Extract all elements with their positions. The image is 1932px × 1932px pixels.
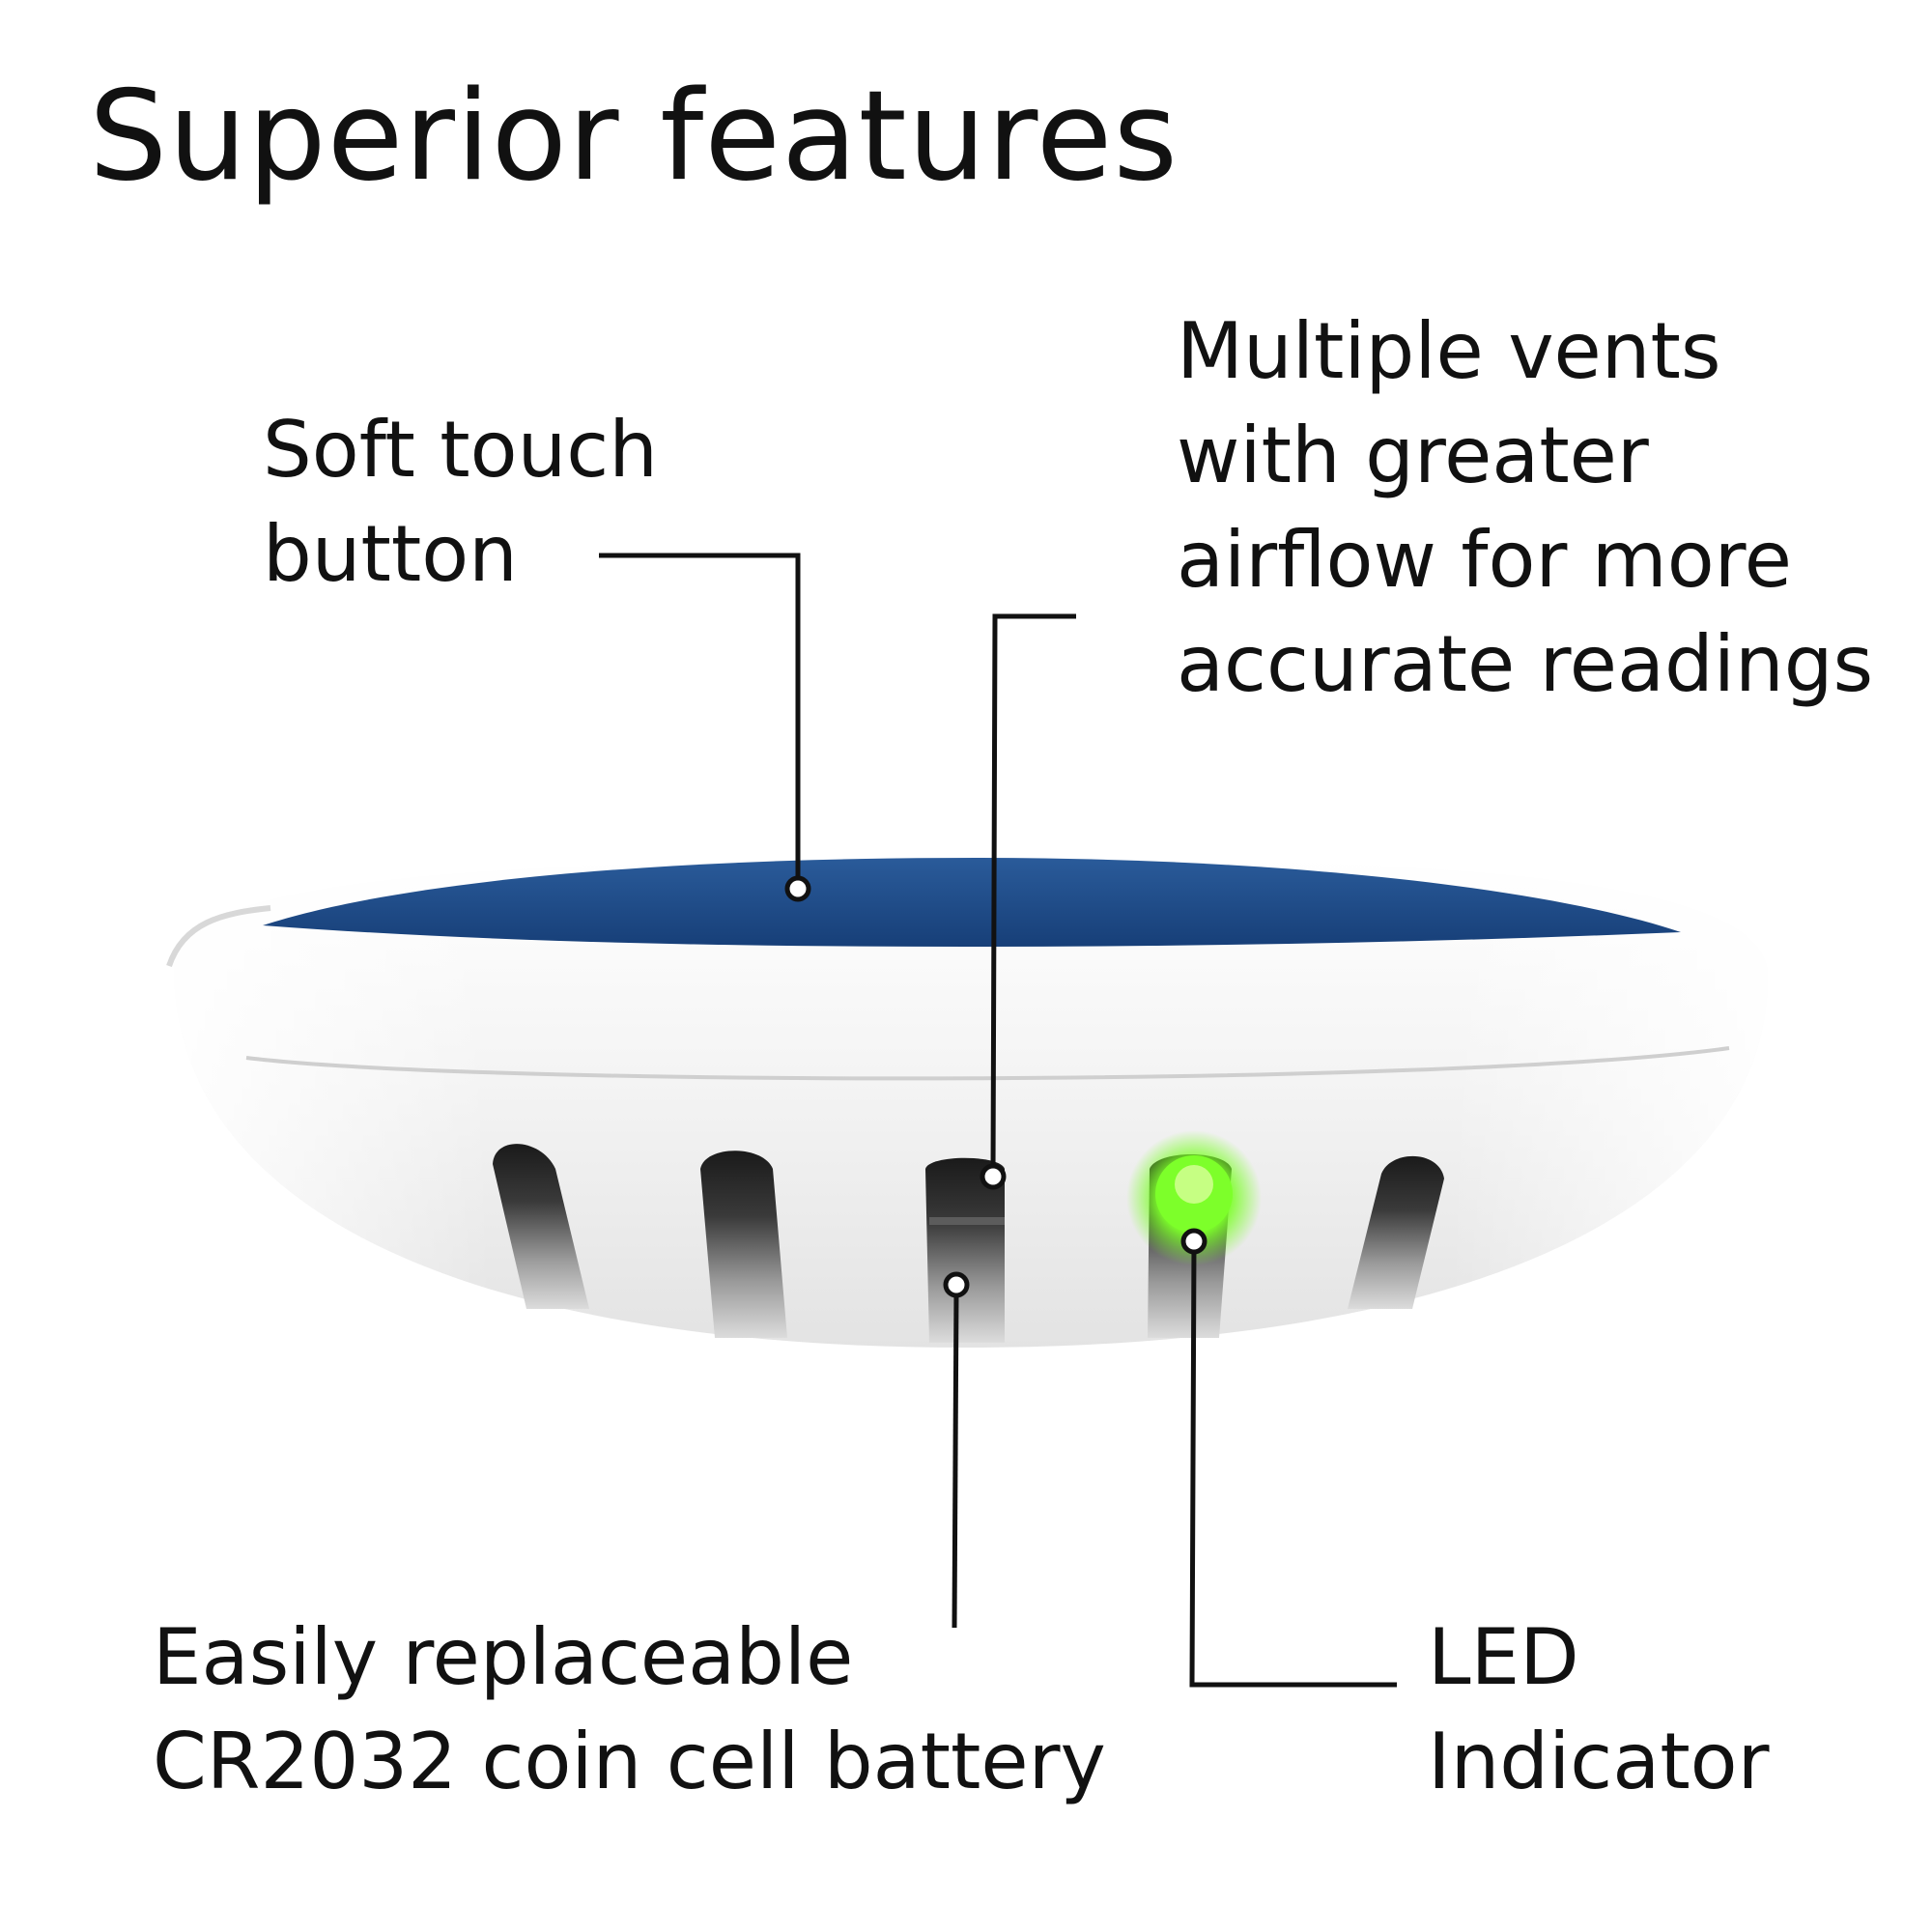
callout-line: Easily replaceable	[153, 1612, 854, 1702]
vent-slot	[1348, 1155, 1444, 1309]
callout-line: accurate readings	[1177, 619, 1874, 709]
marker-battery	[943, 1271, 970, 1298]
leader-line-vents	[990, 613, 1076, 1175]
callout-line: Soft touch	[263, 405, 658, 495]
page-title: Superior features	[89, 65, 1179, 209]
callout-multiple-vents: Multiple vents with greater airflow for …	[1177, 299, 1873, 717]
callout-line: airflow for more	[1177, 515, 1792, 605]
vent-slot	[493, 1144, 589, 1309]
marker-led	[1180, 1228, 1208, 1255]
callout-line: Indicator	[1428, 1717, 1770, 1806]
callout-lines	[599, 553, 1397, 1688]
led-indicator-light	[1126, 1130, 1262, 1265]
marker-vents	[980, 1163, 1007, 1190]
callout-line: button	[263, 509, 518, 599]
callout-line: with greater	[1177, 411, 1649, 500]
callout-soft-touch-button: Soft touch button	[263, 398, 658, 607]
vent-row	[493, 1144, 1444, 1343]
callout-line: LED	[1428, 1612, 1579, 1702]
marker-button	[784, 875, 811, 902]
callout-led-indicator: LED Indicator	[1428, 1605, 1770, 1814]
vent-slot	[925, 1157, 1005, 1343]
callout-line: CR2032 coin cell battery	[153, 1717, 1106, 1806]
vent-slot	[700, 1151, 787, 1338]
soft-touch-button-shape	[263, 858, 1681, 947]
callout-line: Multiple vents	[1177, 306, 1721, 396]
leader-line-button	[599, 553, 801, 889]
leader-line-battery	[952, 1289, 959, 1629]
callout-battery: Easily replaceable CR2032 coin cell batt…	[153, 1605, 1106, 1814]
leader-line-led	[1189, 1240, 1397, 1688]
